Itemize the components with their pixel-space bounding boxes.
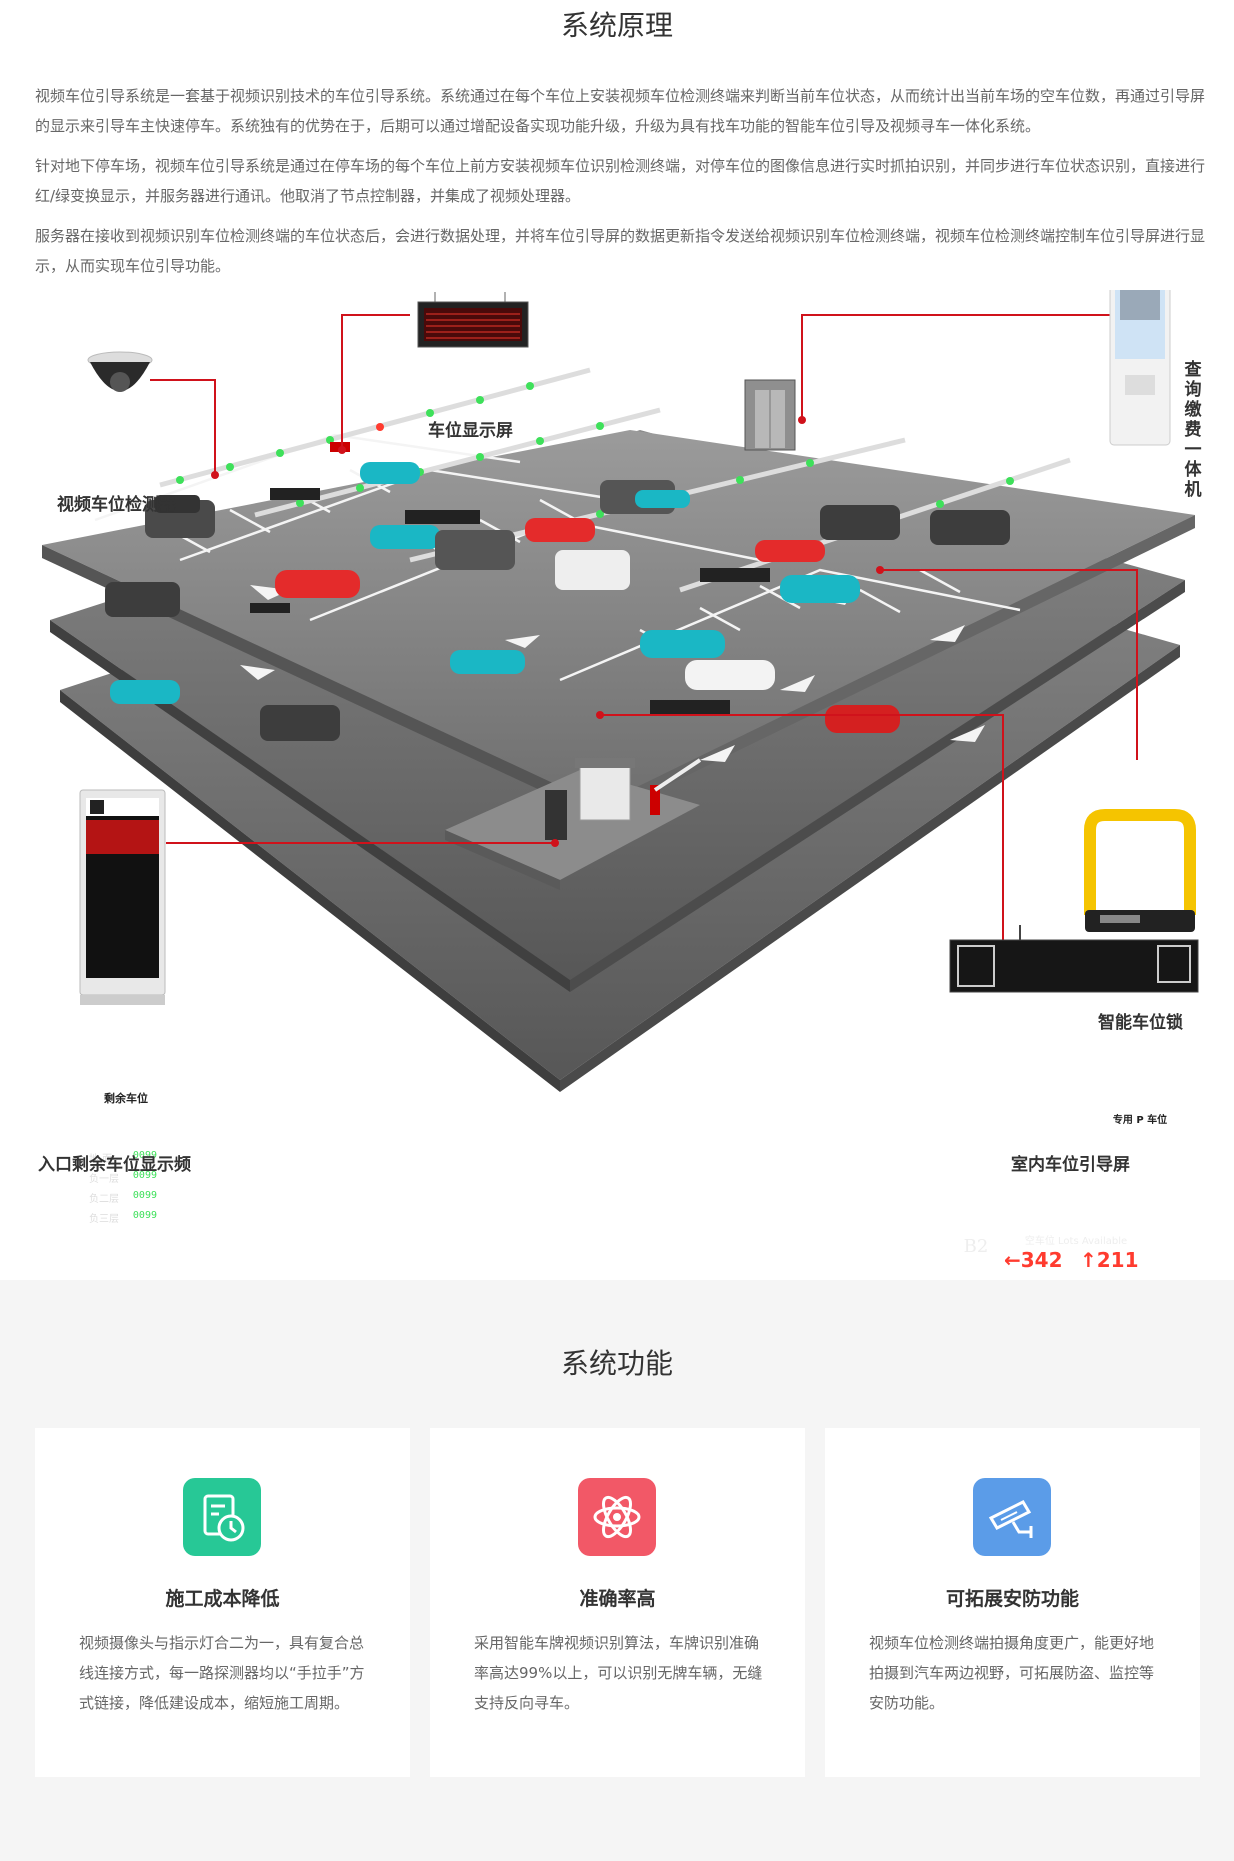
functions-title: 系统功能 xyxy=(560,1347,673,1380)
kiosk-icon xyxy=(1109,249,1171,446)
parking-lock-icon xyxy=(1084,809,1196,932)
entrance-row-name: 负二层 xyxy=(89,1194,119,1205)
entrance-row-name: 负一层 xyxy=(89,1174,119,1185)
entrance-row-value: 0099 xyxy=(132,1190,157,1201)
indoor-sign-level: B2 xyxy=(963,1236,989,1257)
label-lock: 智能车位锁 xyxy=(1098,1013,1183,1033)
indoor-guide-screen-icon xyxy=(949,925,1199,993)
led-display-icon xyxy=(417,292,529,348)
feature-desc: 视频摄像头与指示灯合二为一，具有复合总线连接方式，每一路探测器均以“手拉手”方式… xyxy=(79,1634,365,1712)
principle-title: 系统原理 xyxy=(560,9,673,42)
entrance-row-value: 0099 xyxy=(132,1210,157,1221)
intro-paragraph-3: 服务器在接收到视频识别车位检测终端的车位状态后，会进行数据处理，并将车位引导屏的… xyxy=(35,227,1206,275)
indoor-sign-header: 空车位 Lots Available xyxy=(1024,1236,1128,1247)
indoor-sign-left: ←342 xyxy=(1004,1248,1063,1272)
system-diagram: 专用 P 车位 剩余车位 地 面 0099 负一层 0099 负二层 0099 … xyxy=(0,249,1234,1272)
elevator xyxy=(744,379,796,451)
feature-title: 准确率高 xyxy=(579,1588,656,1610)
entrance-row: 负一层 0099 xyxy=(89,1170,157,1190)
clock-document-icon xyxy=(183,1478,261,1556)
principle-section: 系统原理 视频车位引导系统是一套基于视频识别技术的车位引导系统。系统通过在每个车… xyxy=(0,9,1234,1272)
entrance-display-icon xyxy=(79,789,166,1005)
up-arrow-icon: ↑ xyxy=(1080,1248,1097,1272)
entrance-row: 地 面 0099 xyxy=(89,1150,157,1170)
entrance-row: 负三层 0099 xyxy=(89,1210,157,1230)
camera-icon xyxy=(973,1478,1051,1556)
feature-desc: 采用智能车牌视频识别算法，车牌识别准确率高达99%以上，可以识别无牌车辆，无缝支… xyxy=(474,1634,763,1712)
indoor-sign-right: ↑211 xyxy=(1080,1248,1139,1272)
connector-lines xyxy=(150,314,1138,940)
atom-icon xyxy=(578,1478,656,1556)
functions-section: 系统功能 施工成本降低 视频摄像头与指示灯合二为一，具有复合总线连接方式，每一路… xyxy=(0,1280,1234,1861)
principle-intro: 视频车位引导系统是一套基于视频识别技术的车位引导系统。系统通过在每个车位上安装视… xyxy=(35,81,1205,291)
feature-desc: 视频车位检测终端拍摄角度更广，能更好地拍摄到汽车两边视野，可拓展防盗、监控等安防… xyxy=(869,1634,1155,1712)
parking-lines xyxy=(94,433,1021,682)
indoor-right-value: 211 xyxy=(1096,1248,1139,1272)
floor-level-1 xyxy=(42,430,1195,818)
indoor-left-value: 342 xyxy=(1020,1248,1063,1272)
label-detector: 视频车位检测器 xyxy=(57,495,176,515)
feature-card-security: 可拓展安防功能 视频车位检测终端拍摄角度更广，能更好地拍摄到汽车两边视野，可拓展… xyxy=(825,1428,1200,1777)
left-arrow-icon: ← xyxy=(1004,1248,1021,1272)
entrance-row: 负二层 0099 xyxy=(89,1190,157,1210)
intro-paragraph-2: 针对地下停车场，视频车位引导系统是通过在停车场的每个车位上前方安装视频车位识别检… xyxy=(35,157,1206,205)
feature-card-accuracy: 准确率高 采用智能车牌视频识别算法，车牌识别准确率高达99%以上，可以识别无牌车… xyxy=(430,1428,805,1777)
parking-lot-illustration xyxy=(42,249,1199,1092)
entrance-row-name: 负三层 xyxy=(89,1214,119,1225)
feature-title: 可拓展安防功能 xyxy=(945,1588,1079,1610)
lock-sign-text: 专用 P 车位 xyxy=(1112,1115,1168,1126)
entrance-row-name: 地 面 xyxy=(89,1154,113,1165)
cars xyxy=(105,462,1010,741)
label-display-screen: 车位显示屏 xyxy=(428,421,513,441)
intro-paragraph-1: 视频车位引导系统是一套基于视频识别技术的车位引导系统。系统通过在每个车位上安装视… xyxy=(35,87,1206,135)
entrance-sign-title: 剩余车位 xyxy=(104,1092,148,1105)
entrance-row-value: 0099 xyxy=(132,1150,157,1161)
connector-dots xyxy=(211,416,884,847)
label-entrance-screen: 入口剩余车位显示频 xyxy=(38,1155,191,1175)
label-kiosk: 查询缴费一体机 xyxy=(1184,360,1202,500)
entrance-sign-rows: 地 面 0099 负一层 0099 负二层 0099 负三层 0099 xyxy=(89,1150,157,1230)
label-indoor-screen: 室内车位引导屏 xyxy=(1011,1155,1130,1175)
dome-camera-icon xyxy=(87,351,153,392)
feature-card-cost: 施工成本降低 视频摄像头与指示灯合二为一，具有复合总线连接方式，每一路探测器均以… xyxy=(35,1428,410,1777)
entrance-gate xyxy=(445,758,702,890)
entrance-row-value: 0099 xyxy=(132,1170,157,1181)
feature-title: 施工成本降低 xyxy=(165,1588,280,1610)
